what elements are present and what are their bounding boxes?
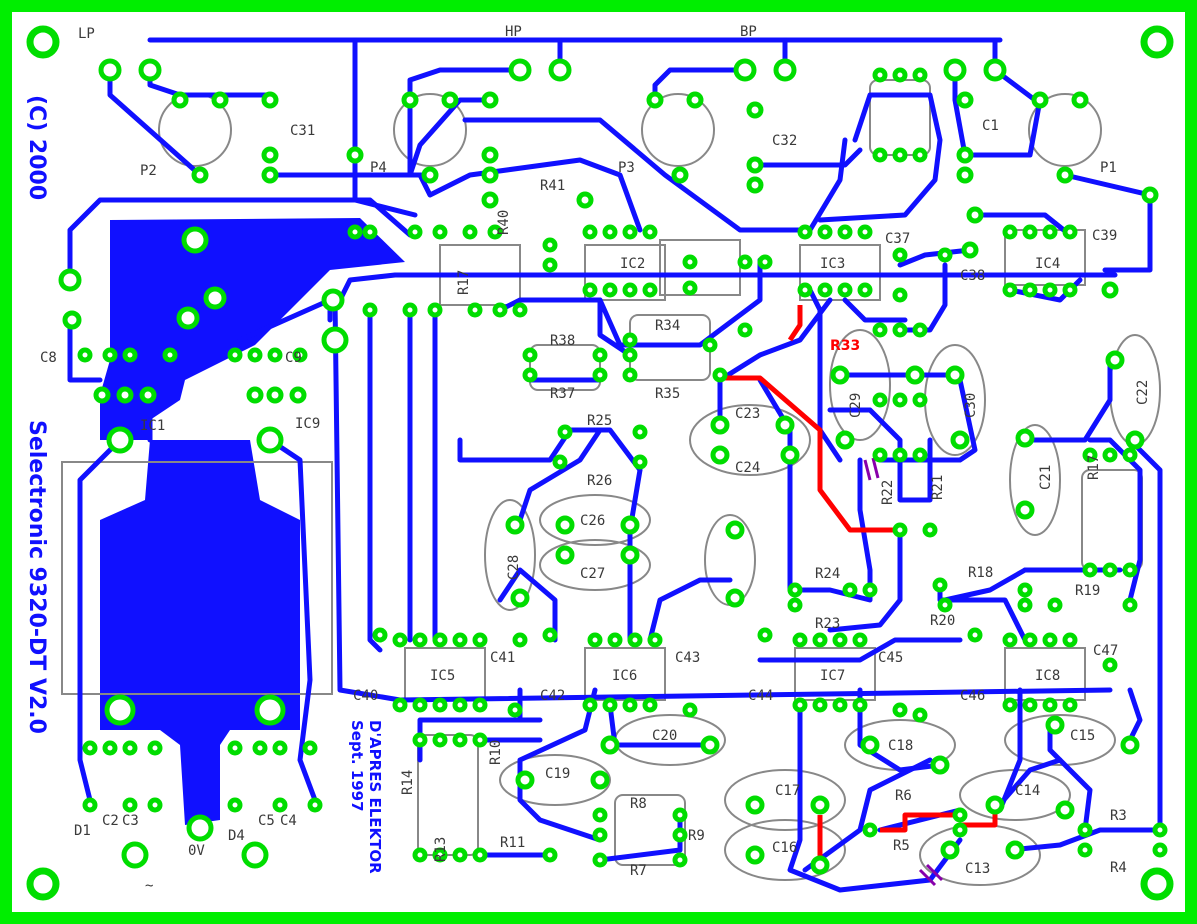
label-r23: R23 [815, 616, 840, 632]
label-c9: C9 [285, 350, 302, 366]
label-c24: C24 [735, 460, 760, 476]
label-c42: C42 [540, 688, 565, 704]
label-c8: C8 [40, 350, 57, 366]
label-c15: C15 [1070, 728, 1095, 744]
label-c17: C17 [775, 783, 800, 799]
label-r4: R4 [1110, 860, 1127, 876]
component-labels: P2 P4 P3 P1 C31 C32 C1 IC1 IC9 IC2 IC3 I… [40, 24, 1151, 894]
label-c43: C43 [675, 650, 700, 666]
label-r17b: R17 [456, 270, 472, 295]
label-c39: C39 [1092, 228, 1117, 244]
label-r25: R25 [587, 413, 612, 429]
label-ic5: IC5 [430, 668, 455, 684]
label-r41: R41 [540, 178, 565, 194]
label-r5: R5 [893, 838, 910, 854]
label-r10: R10 [488, 740, 504, 765]
label-ic8: IC8 [1035, 668, 1060, 684]
label-ic2: IC2 [620, 256, 645, 272]
label-c30: C30 [963, 393, 979, 418]
label-c4: C4 [280, 813, 297, 829]
label-c16: C16 [772, 840, 797, 856]
label-ic3: IC3 [820, 256, 845, 272]
copper-pour [100, 218, 405, 825]
label-c13: C13 [965, 861, 990, 877]
label-r8: R8 [630, 796, 647, 812]
label-r20: R20 [930, 613, 955, 629]
label-c31: C31 [290, 123, 315, 139]
label-c18: C18 [888, 738, 913, 754]
label-c23: C23 [735, 406, 760, 422]
label-r21: R21 [930, 475, 946, 500]
mounting-holes [26, 25, 1174, 901]
label-r14: R14 [400, 770, 416, 795]
label-c41: C41 [490, 650, 515, 666]
label-r22: R22 [880, 480, 896, 505]
label-ic7: IC7 [820, 668, 845, 684]
label-c1: C1 [982, 118, 999, 134]
label-p2: P2 [140, 163, 157, 179]
label-c47: C47 [1093, 643, 1118, 659]
label-c22: C22 [1135, 380, 1151, 405]
label-r13: R13 [433, 837, 449, 862]
label-c19: C19 [545, 766, 570, 782]
label-c20: C20 [652, 728, 677, 744]
label-r33-red: R33 [830, 338, 860, 354]
bottom-note-source: D'APRES ELEKTOR [366, 720, 384, 874]
label-c28: C28 [506, 555, 522, 580]
label-c38: C38 [960, 268, 985, 284]
label-c40: C40 [353, 688, 378, 704]
label-c29: C29 [848, 393, 864, 418]
label-r37: R37 [550, 386, 575, 402]
label-p4: P4 [370, 160, 387, 176]
capacitor-marks [863, 457, 944, 887]
label-ic4: IC4 [1035, 256, 1060, 272]
label-d4: D4 [228, 828, 245, 844]
label-ic9: IC9 [295, 416, 320, 432]
label-r11: R11 [500, 835, 525, 851]
label-c2: C2 [102, 813, 119, 829]
label-c44: C44 [748, 688, 773, 704]
label-c5: C5 [258, 813, 275, 829]
label-p3: P3 [618, 160, 635, 176]
label-lp: LP [78, 26, 95, 42]
jumper-wires [720, 305, 998, 865]
label-hp: HP [505, 24, 522, 40]
label-c26: C26 [580, 513, 605, 529]
label-c32: C32 [772, 133, 797, 149]
label-p1: P1 [1100, 160, 1117, 176]
label-r19: R19 [1075, 583, 1100, 599]
label-r9: R9 [688, 828, 705, 844]
label-r17: R17 [1086, 455, 1102, 480]
label-c46: C46 [960, 688, 985, 704]
board-title-vertical: Selectronic 9320-DT V2.0 [24, 420, 49, 734]
label-c3: C3 [122, 813, 139, 829]
label-ic6: IC6 [612, 668, 637, 684]
label-r35: R35 [655, 386, 680, 402]
label-r7: R7 [630, 863, 647, 879]
label-r26: R26 [587, 473, 612, 489]
label-c37: C37 [885, 231, 910, 247]
label-r40: R40 [496, 210, 512, 235]
bottom-note-date: Sept. 1997 [348, 720, 366, 812]
label-c21: C21 [1038, 465, 1054, 490]
label-r18: R18 [968, 565, 993, 581]
label-d1: D1 [74, 823, 91, 839]
label-0v: 0V [188, 843, 205, 859]
copyright-text: (C) 2000 [24, 95, 49, 200]
label-r6: R6 [895, 788, 912, 804]
label-ac: ~ [145, 878, 153, 894]
label-r38: R38 [550, 333, 575, 349]
label-r3: R3 [1110, 808, 1127, 824]
label-ic1: IC1 [140, 418, 165, 434]
label-c45: C45 [878, 650, 903, 666]
label-c14: C14 [1015, 783, 1040, 799]
label-bp: BP [740, 24, 757, 40]
label-r24: R24 [815, 566, 840, 582]
label-c27: C27 [580, 566, 605, 582]
component-pads [58, 58, 1168, 875]
label-r34: R34 [655, 318, 680, 334]
